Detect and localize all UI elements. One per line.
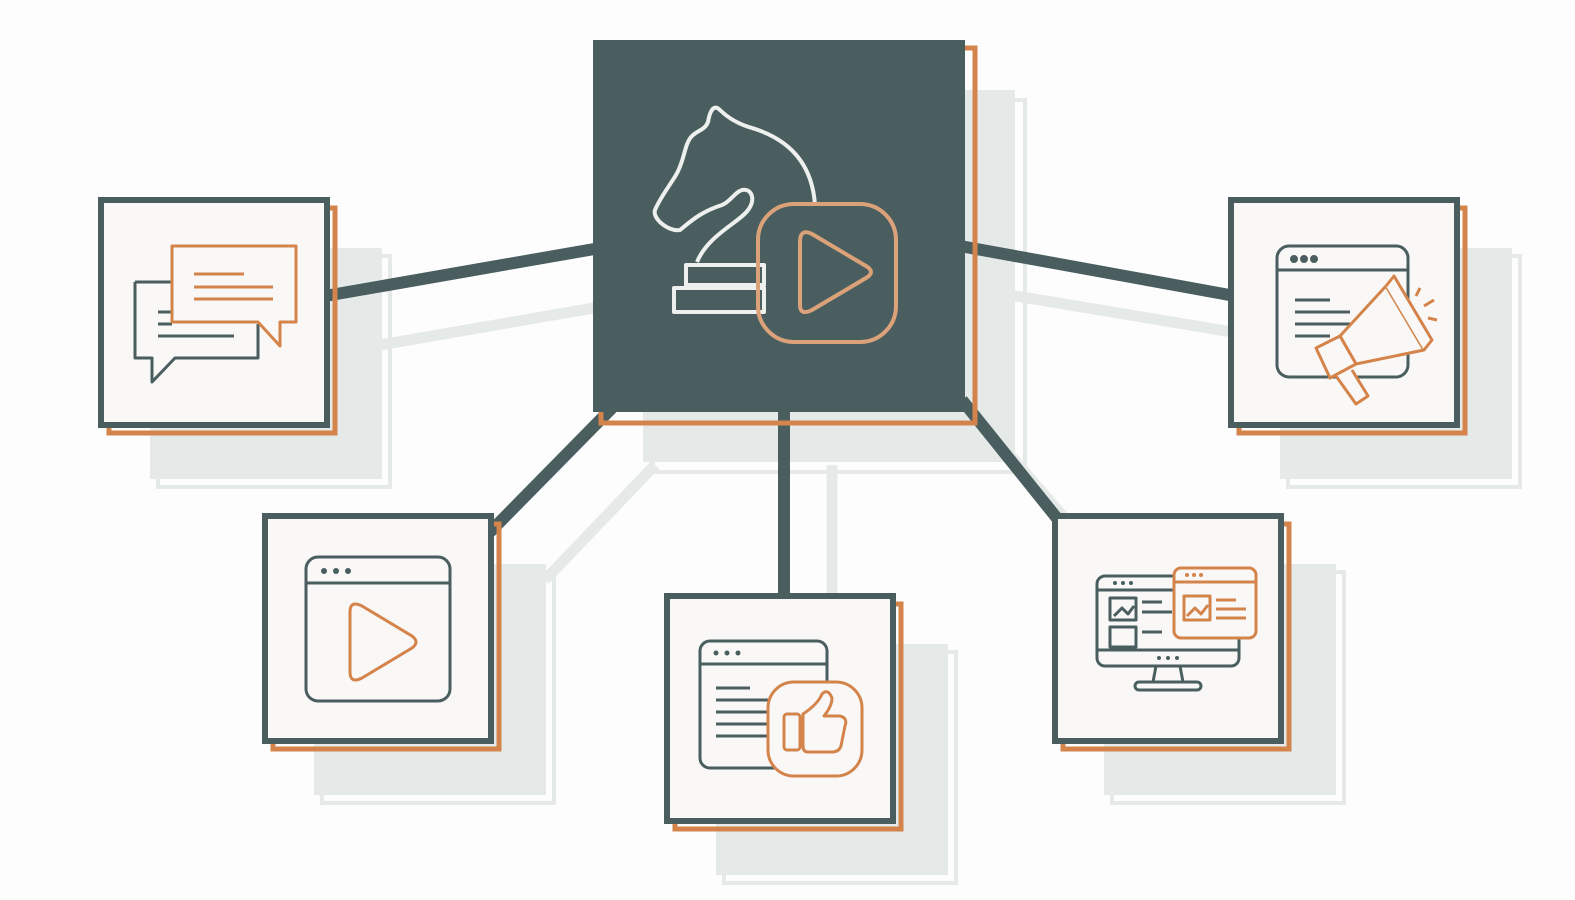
right-node[interactable] [1228, 197, 1468, 436]
bottom-right-node[interactable] [1052, 513, 1292, 752]
chat-bubbles-icon [133, 244, 298, 384]
connectors [323, 240, 1237, 598]
browser-megaphone-icon [1275, 244, 1438, 406]
bottom-left-node[interactable] [262, 513, 502, 752]
chess-knight-icon [652, 105, 817, 314]
browser-video-icon [304, 555, 452, 703]
bottom-center-node[interactable] [664, 593, 904, 832]
monitor-content-icon [1095, 566, 1258, 692]
left-node[interactable] [98, 197, 338, 436]
play-button-icon [756, 202, 898, 344]
center-node[interactable] [593, 40, 978, 426]
browser-thumbs-up-icon [698, 639, 864, 778]
